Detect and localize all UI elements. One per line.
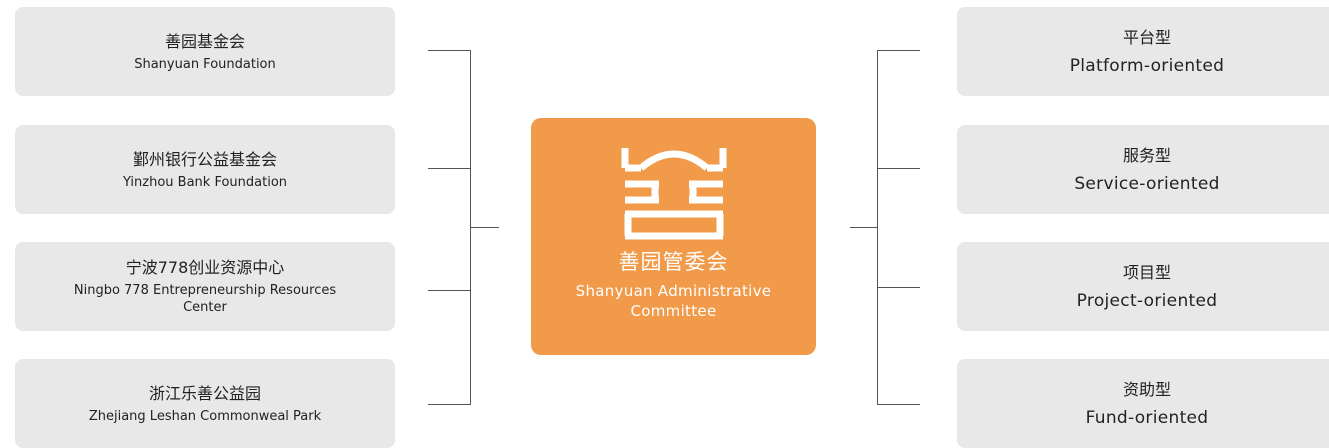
left-connector-tick <box>428 290 471 291</box>
right-box-zh-label: 项目型 <box>1122 262 1171 282</box>
left-connector-tick <box>428 50 471 51</box>
right-box-zh-label: 平台型 <box>1122 27 1171 47</box>
left-box-en-label: Zhejiang Leshan Commonweal Park <box>88 408 322 424</box>
shan-character-logo-icon <box>621 148 726 240</box>
right-box-zh-label: 资助型 <box>1122 379 1171 399</box>
right-connector-spine <box>877 50 878 405</box>
right-box-en-label: Platform-oriented <box>1069 55 1225 76</box>
left-box-zhejiang-leshan-park: 浙江乐善公益园 Zhejiang Leshan Commonweal Park <box>15 359 395 448</box>
right-box-platform-oriented: 平台型 Platform-oriented <box>957 7 1329 96</box>
left-connector-stem <box>470 227 499 228</box>
left-connector-tick <box>428 404 471 405</box>
right-connector-tick <box>877 168 920 169</box>
left-box-zh-label: 宁波778创业资源中心 <box>125 258 285 277</box>
right-box-en-label: Project-oriented <box>1076 290 1218 311</box>
right-box-project-oriented: 项目型 Project-oriented <box>957 242 1329 331</box>
right-box-en-label: Service-oriented <box>1074 173 1220 194</box>
right-box-en-label: Fund-oriented <box>1085 407 1209 428</box>
center-en-label: Shanyuan Administrative Committee <box>575 282 772 320</box>
right-connector-tick <box>877 404 920 405</box>
left-box-zh-label: 善园基金会 <box>164 31 245 51</box>
left-connector-tick <box>428 168 471 169</box>
right-connector-stem <box>850 227 878 228</box>
left-box-shanyuan-foundation: 善园基金会 Shanyuan Foundation <box>15 7 395 96</box>
left-box-en-label: Shanyuan Foundation <box>134 56 276 72</box>
right-box-service-oriented: 服务型 Service-oriented <box>957 125 1329 214</box>
left-box-yinzhou-bank-foundation: 鄞州银行公益基金会 Yinzhou Bank Foundation <box>15 125 395 214</box>
left-box-ningbo-778-center: 宁波778创业资源中心 Ningbo 778 Entrepreneurship … <box>15 242 395 331</box>
left-box-zh-label: 鄞州银行公益基金会 <box>132 149 277 169</box>
center-box-administrative-committee: 善园管委会 Shanyuan Administrative Committee <box>531 118 816 355</box>
left-box-en-label: Ningbo 778 Entrepreneurship Resources Ce… <box>73 283 337 315</box>
right-connector-tick <box>877 50 920 51</box>
right-connector-tick <box>877 287 920 288</box>
right-box-fund-oriented: 资助型 Fund-oriented <box>957 359 1329 448</box>
left-box-en-label: Yinzhou Bank Foundation <box>122 174 288 190</box>
left-box-zh-label: 浙江乐善公益园 <box>148 383 261 403</box>
right-box-zh-label: 服务型 <box>1122 145 1171 165</box>
center-zh-label: 善园管委会 <box>618 250 729 274</box>
